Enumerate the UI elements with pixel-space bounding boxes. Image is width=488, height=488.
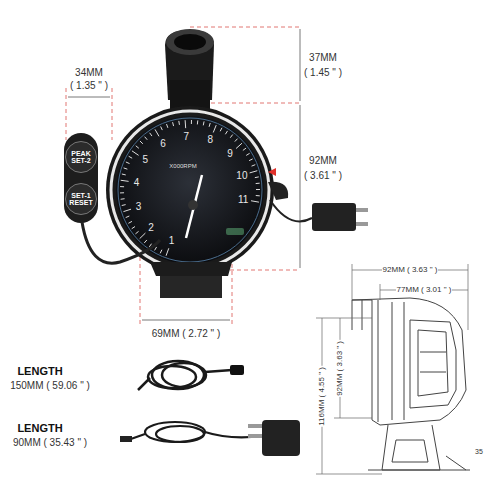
dial-tick <box>121 180 129 181</box>
dial-tick <box>129 156 133 158</box>
dial-tick <box>144 240 147 243</box>
dial-tick <box>225 131 227 134</box>
dial-tick <box>236 143 242 148</box>
control-button: PEAK SET-2 <box>65 141 97 173</box>
dial-tick <box>136 146 139 149</box>
dial-tick <box>166 248 169 256</box>
dial-tick <box>209 123 210 127</box>
dimension-label: 92MM ( 3.63 " ) <box>336 340 345 397</box>
dial-number: 10 <box>236 170 247 181</box>
dial-tick <box>256 189 260 190</box>
dimension-label: ( 1.45 " ) <box>304 67 342 78</box>
dial-tick <box>203 121 205 125</box>
dial-tick <box>255 176 259 178</box>
dial-tick <box>249 159 253 161</box>
dimension-label: 69MM ( 2.72 " ) <box>152 328 221 339</box>
dial-tick <box>256 195 260 196</box>
length-heading: LENGTH <box>17 422 62 434</box>
dimension-label: 150MM ( 59.06 " ) <box>10 380 90 391</box>
button-label: SET-1 RESET <box>68 192 94 207</box>
dial-number: 4 <box>134 177 140 188</box>
dial-tick <box>246 153 249 155</box>
dimension-label: 77MM ( 3.01 " ) <box>396 286 453 295</box>
dial-tick <box>135 231 138 234</box>
dial-number: 2 <box>148 222 154 233</box>
dimension-label: 92MM <box>309 155 337 166</box>
dial-tick <box>132 227 135 229</box>
dial-tick <box>230 135 232 138</box>
dial-tick <box>128 221 132 223</box>
control-button: SET-1 RESET <box>65 183 97 215</box>
dial-tick <box>122 204 126 206</box>
dial-number: 11 <box>238 194 248 205</box>
dial-number: 3 <box>136 201 142 212</box>
button-label: PEAK SET-2 <box>68 150 94 165</box>
dial-tick <box>140 233 146 239</box>
dial-tick <box>126 162 130 164</box>
dial-tick <box>155 247 157 250</box>
dial-tick <box>220 128 222 132</box>
dial-tick <box>122 174 126 176</box>
dial-number: 6 <box>160 138 166 149</box>
dial-tick <box>145 137 148 140</box>
dial-tick <box>160 250 162 254</box>
dial-tick <box>178 121 180 125</box>
dial-tick <box>132 151 139 155</box>
dial-tick <box>121 198 125 200</box>
dial-tick <box>123 209 131 211</box>
dial-tick <box>120 186 124 187</box>
dial-tick <box>197 120 198 124</box>
dial-tick <box>191 120 192 124</box>
dial-tick <box>140 141 143 144</box>
dial-number: 8 <box>207 134 213 145</box>
dial-tick <box>250 171 258 173</box>
dial-tick <box>161 126 163 130</box>
dial-tick <box>124 168 128 169</box>
length-heading: LENGTH <box>17 365 62 377</box>
dial-tick <box>256 183 260 184</box>
dial-tick <box>251 201 259 202</box>
dimension-label: ( 3.61 " ) <box>304 170 342 181</box>
dial-tick <box>243 148 246 150</box>
dimension-label: 34MM <box>75 67 103 78</box>
dial-tick <box>167 124 168 128</box>
dial-tick <box>120 192 124 193</box>
dimension-label: 90MM ( 35.43 " ) <box>13 437 87 448</box>
dial-tick <box>252 165 256 166</box>
dial-number: 9 <box>227 148 233 159</box>
dimension-label: ( 1.35 " ) <box>70 80 108 91</box>
dial-number: 5 <box>142 154 148 165</box>
dial-tick <box>126 216 130 218</box>
dial-tick <box>150 133 152 136</box>
dial-tick <box>213 125 216 132</box>
dimension-label: 37MM <box>309 52 337 63</box>
dial-tick <box>235 139 238 142</box>
dial-tick <box>185 120 187 128</box>
dial-number: 1 <box>169 235 175 246</box>
dimension-label: 92MM ( 3.63 " ) <box>382 266 439 275</box>
dial-number: 7 <box>183 131 189 142</box>
dial-tick <box>172 122 174 126</box>
dimension-label: 116MM ( 4.55 " ) <box>318 366 327 427</box>
dial-tick <box>155 129 159 136</box>
dial-unit: X000RPM <box>169 163 196 170</box>
dimension-label: 35 <box>475 448 483 456</box>
